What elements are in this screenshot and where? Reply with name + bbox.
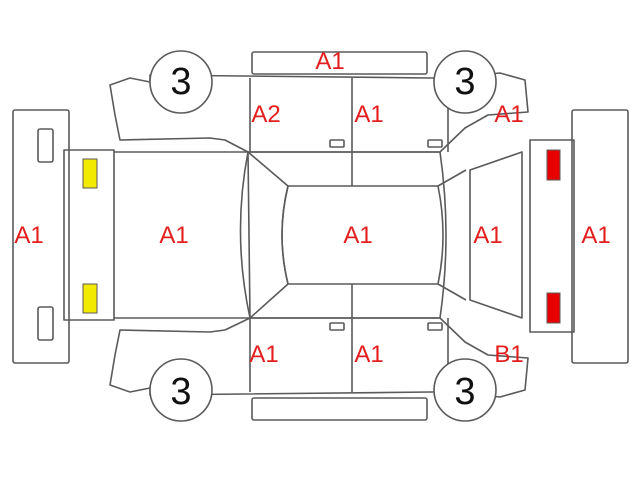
roof-label: A1 bbox=[343, 222, 373, 249]
tire-rear-right-circle bbox=[433, 358, 497, 422]
tire-front-left-circle bbox=[149, 50, 213, 114]
hood-shape bbox=[114, 151, 251, 319]
lower-rear-door-label: A1 bbox=[354, 341, 384, 368]
tire-rear-left-value: 3 bbox=[170, 371, 192, 413]
tire-front-right-value: 3 bbox=[454, 61, 476, 103]
tire-front-left-value: 3 bbox=[170, 61, 192, 103]
rear-bumper-shape bbox=[571, 109, 629, 364]
front-light-bottom bbox=[82, 283, 98, 314]
upper-rocker-label: A1 bbox=[315, 48, 345, 75]
front-bumper-tab-top bbox=[37, 128, 54, 163]
front-light-top bbox=[82, 158, 98, 189]
lower-rear-fender-label: B1 bbox=[494, 341, 524, 368]
lower-handle-front bbox=[329, 322, 345, 331]
trunk-label: A1 bbox=[473, 222, 503, 249]
upper-rocker-shape bbox=[251, 51, 428, 75]
front-light-panel bbox=[63, 149, 115, 321]
lower-handle-rear bbox=[427, 322, 443, 331]
upper-handle-front bbox=[329, 139, 345, 148]
upper-front-door-label: A2 bbox=[251, 101, 281, 128]
upper-rear-door-label: A1 bbox=[354, 101, 384, 128]
rear-window-bottom bbox=[437, 283, 467, 301]
tire-front-right-circle bbox=[433, 50, 497, 114]
lower-rocker-shape bbox=[251, 397, 428, 421]
front-bumper-shape bbox=[12, 109, 70, 364]
front-bumper-tab-bottom bbox=[37, 306, 54, 341]
tire-rear-left-circle bbox=[149, 358, 213, 422]
lower-front-door-label: A1 bbox=[249, 341, 279, 368]
hood-label: A1 bbox=[159, 222, 189, 249]
trunk-shape bbox=[469, 151, 523, 319]
front-bumper-label: A1 bbox=[14, 222, 44, 249]
rear-bumper-label: A1 bbox=[581, 222, 611, 249]
rear-light-bottom bbox=[546, 292, 561, 324]
rear-light-top bbox=[546, 149, 561, 181]
rear-window-top bbox=[437, 169, 467, 187]
upper-handle-rear bbox=[427, 139, 443, 148]
rear-light-panel bbox=[529, 139, 575, 333]
upper-rear-fender-label: A1 bbox=[494, 101, 524, 128]
tire-rear-right-value: 3 bbox=[454, 371, 476, 413]
